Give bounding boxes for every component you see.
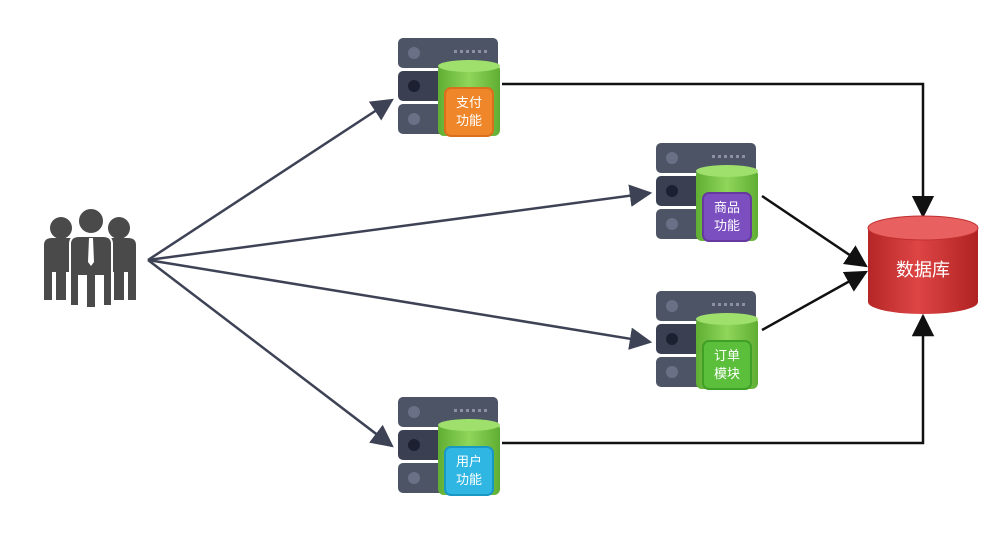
user-request-arrows	[147, 98, 653, 448]
server-goods: 商品 功能	[656, 143, 758, 242]
goods-label-line1: 商品	[714, 201, 740, 216]
db-connection-arrows	[502, 82, 935, 445]
arrow-to-goods	[147, 184, 653, 262]
pay-label-line1: 支付	[456, 96, 482, 111]
order-label-line2: 模块	[714, 367, 740, 382]
user-label-line1: 用户	[456, 454, 482, 470]
pay-to-db-arrow	[502, 82, 935, 219]
goods-badge	[702, 192, 752, 242]
arrow-to-pay	[147, 98, 394, 262]
server-user: 用户 功能	[398, 397, 500, 496]
user-label-line2: 功能	[456, 473, 482, 488]
pay-badge	[444, 87, 494, 137]
server-order: 订单 模块	[656, 291, 758, 390]
goods-to-db-arrow	[761, 194, 868, 268]
users-group-icon	[44, 207, 136, 309]
pay-label-line2: 功能	[456, 114, 482, 129]
database-icon: 数据库	[867, 215, 979, 314]
order-badge	[702, 340, 752, 390]
arrow-to-order	[147, 258, 653, 350]
server-pay: 支付 功能	[398, 38, 500, 137]
database-label: 数据库	[896, 260, 950, 281]
user-to-db-arrow	[502, 313, 935, 445]
order-label-line1: 订单	[714, 349, 740, 364]
order-to-db-arrow	[761, 270, 868, 332]
arrow-to-user	[147, 259, 394, 448]
goods-label-line2: 功能	[714, 219, 740, 234]
user-badge	[444, 446, 494, 496]
